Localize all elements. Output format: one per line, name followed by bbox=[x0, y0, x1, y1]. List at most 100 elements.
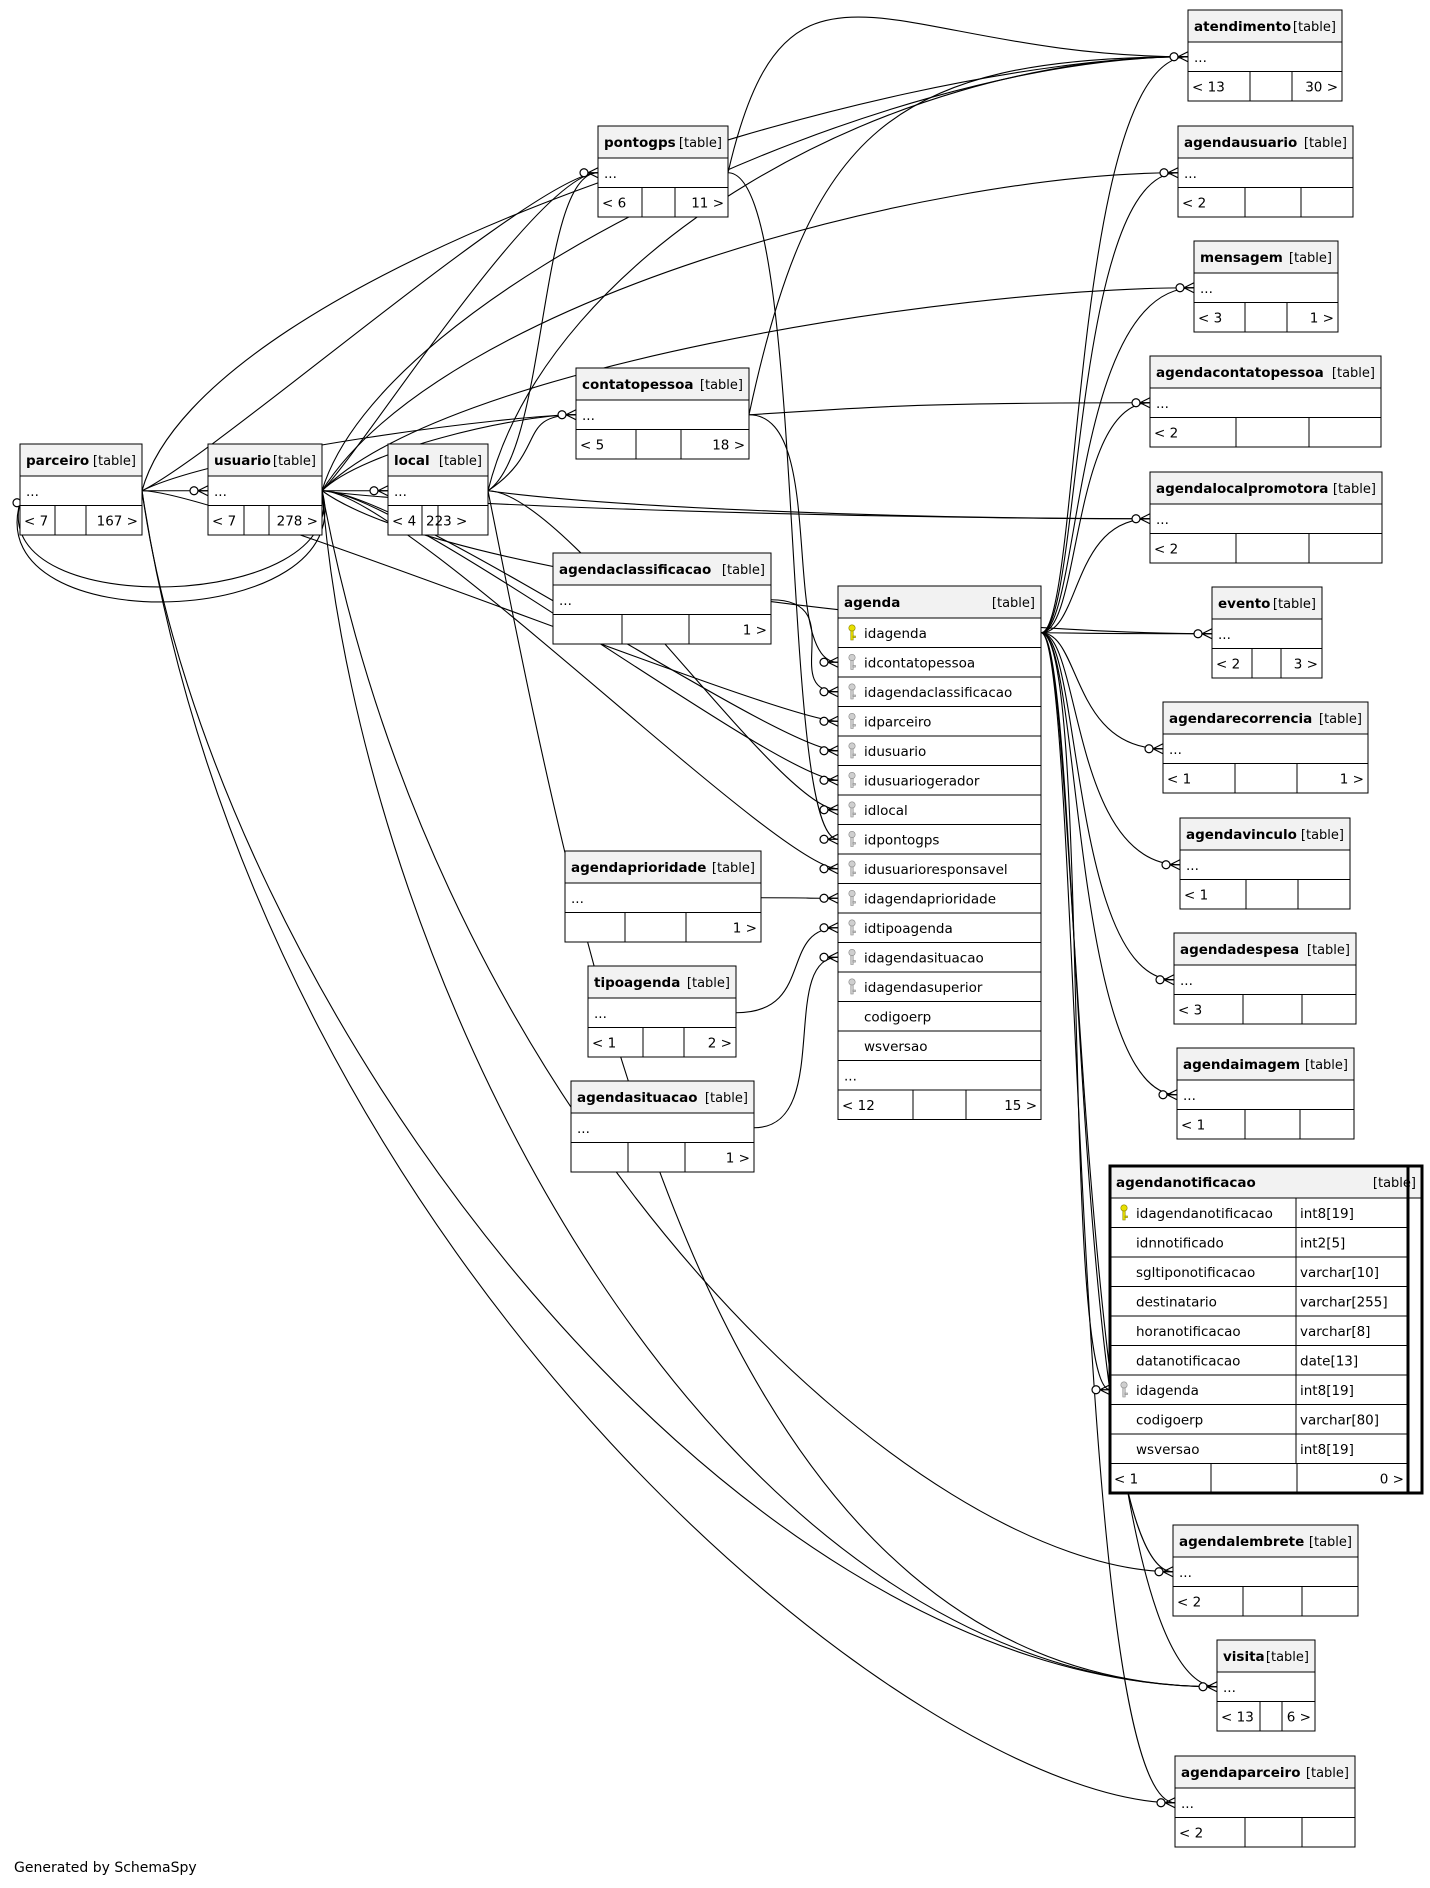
column-name: datanotificacao bbox=[1136, 1354, 1240, 1370]
column-name: idagendasuperior bbox=[864, 980, 983, 996]
table-agendausuario[interactable]: agendausuario[table]...< 2 bbox=[1177, 125, 1354, 218]
children-count: 30 > bbox=[1305, 80, 1338, 96]
more-columns: ... bbox=[1186, 858, 1199, 874]
cardinality-marker bbox=[579, 168, 589, 178]
table-agendaclassificacao[interactable]: agendaclassificacao[table]...1 > bbox=[552, 552, 772, 645]
column-row bbox=[1173, 964, 1357, 995]
table-name: agendadespesa bbox=[1180, 942, 1299, 958]
more-columns: ... bbox=[214, 484, 227, 500]
agenda-to-mensagem-line bbox=[1040, 287, 1195, 634]
parents-count: < 2 bbox=[1179, 1826, 1203, 1842]
foreign-key-icon bbox=[1120, 1381, 1128, 1398]
column-name: idpontogps bbox=[864, 833, 939, 849]
column-row bbox=[1149, 503, 1383, 534]
cardinality-marker bbox=[819, 687, 829, 697]
crowfoot-marker bbox=[827, 863, 839, 875]
table-agendasituacao[interactable]: agendasituacao[table]...1 > bbox=[570, 1080, 755, 1173]
table-agendaprioridade[interactable]: agendaprioridade[table]...1 > bbox=[564, 850, 762, 943]
table-agendanotificacao[interactable]: agendanotificacao[table]idagendanotifica… bbox=[1108, 1164, 1424, 1495]
column-row bbox=[1177, 157, 1354, 188]
column-row bbox=[837, 794, 1042, 825]
foreign-key-icon bbox=[848, 771, 856, 788]
table-agendadespesa[interactable]: agendadespesa[table]...< 3 bbox=[1173, 932, 1357, 1025]
column-name: idagendasituacao bbox=[864, 951, 984, 967]
column-row bbox=[1149, 387, 1382, 418]
agenda-to-agendadespesa-line bbox=[1040, 632, 1175, 981]
table-type-label: [table] bbox=[1305, 1058, 1348, 1073]
cardinality-marker bbox=[1144, 744, 1154, 754]
crowfoot-marker bbox=[1099, 1384, 1111, 1396]
table-agendalocalpromotora[interactable]: agendalocalpromotora[table]...< 2 bbox=[1149, 471, 1383, 564]
table-agenda[interactable]: agenda[table]idagendaidcontatopessoaidag… bbox=[837, 585, 1042, 1120]
usuario-to-pontogps-line bbox=[321, 172, 599, 492]
column-row bbox=[837, 765, 1042, 796]
table-agendavinculo[interactable]: agendavinculo[table]...< 1 bbox=[1179, 817, 1351, 910]
parents-count: < 6 bbox=[602, 196, 626, 212]
column-row bbox=[837, 647, 1042, 678]
row-count-bar bbox=[207, 505, 323, 536]
usuario-to-visita-line bbox=[321, 490, 1218, 1688]
primary-key-icon bbox=[848, 624, 856, 641]
crowfoot-marker bbox=[827, 745, 839, 757]
table-name: usuario bbox=[214, 453, 271, 469]
crowfoot-marker bbox=[1164, 1797, 1176, 1809]
crowfoot-marker bbox=[827, 892, 839, 904]
table-header bbox=[207, 443, 323, 477]
children-count: 278 > bbox=[277, 514, 318, 530]
table-type-label: [table] bbox=[1319, 712, 1362, 727]
parceiro-to-pontogps-line bbox=[141, 172, 599, 492]
table-name: pontogps bbox=[604, 135, 676, 151]
cardinality-marker bbox=[1161, 860, 1171, 870]
table-agendacontatopessoa[interactable]: agendacontatopessoa[table]...< 2 bbox=[1149, 355, 1382, 448]
more-columns: ... bbox=[1180, 973, 1193, 989]
agenda-to-agendaimagem-line bbox=[1040, 632, 1178, 1096]
parents-count: < 12 bbox=[842, 1098, 875, 1114]
cardinality-marker bbox=[819, 952, 829, 962]
more-columns: ... bbox=[394, 484, 407, 500]
children-count: 1 > bbox=[743, 623, 767, 639]
table-name: agendasituacao bbox=[577, 1090, 698, 1106]
column-name: codigoerp bbox=[864, 1010, 931, 1026]
more-columns: ... bbox=[1156, 512, 1169, 528]
local-to-contatopessoa-line bbox=[487, 414, 577, 492]
crowfoot-marker bbox=[1162, 1566, 1174, 1578]
table-name: evento bbox=[1218, 596, 1270, 612]
column-row bbox=[1109, 1404, 1297, 1435]
table-agendaimagem[interactable]: agendaimagem[table]...< 1 bbox=[1176, 1047, 1355, 1140]
table-agendaparceiro[interactable]: agendaparceiro[table]...< 2 bbox=[1174, 1755, 1356, 1848]
agenda-to-agendavinculo-line bbox=[1040, 632, 1181, 866]
parents-count: < 7 bbox=[212, 514, 236, 530]
table-type-label: [table] bbox=[687, 976, 730, 991]
cardinality-marker bbox=[557, 410, 567, 420]
more-columns: ... bbox=[559, 593, 572, 609]
table-agendalembrete[interactable]: agendalembrete[table]...< 2 bbox=[1172, 1524, 1359, 1617]
cardinality-marker bbox=[819, 775, 829, 785]
table-type-label: [table] bbox=[712, 861, 755, 876]
children-count: 1 > bbox=[726, 1151, 750, 1167]
column-row bbox=[552, 584, 772, 615]
row-count-bar bbox=[1179, 879, 1351, 910]
cardinality-marker bbox=[1091, 1385, 1101, 1395]
pontogps-to-atendimento-line bbox=[727, 16, 1189, 173]
usuario-to-agenda-line bbox=[321, 490, 839, 870]
table-name: agendacontatopessoa bbox=[1156, 365, 1324, 381]
column-name: idusuario bbox=[864, 744, 926, 760]
column-type: varchar[255] bbox=[1300, 1295, 1388, 1311]
usuario-to-agendalembrete-line bbox=[321, 490, 1174, 1573]
table-type-label: [table] bbox=[679, 136, 722, 151]
contatopessoa-to-agenda-line bbox=[748, 414, 839, 663]
more-columns: ... bbox=[1218, 627, 1231, 643]
row-count-bar bbox=[1176, 1109, 1355, 1140]
